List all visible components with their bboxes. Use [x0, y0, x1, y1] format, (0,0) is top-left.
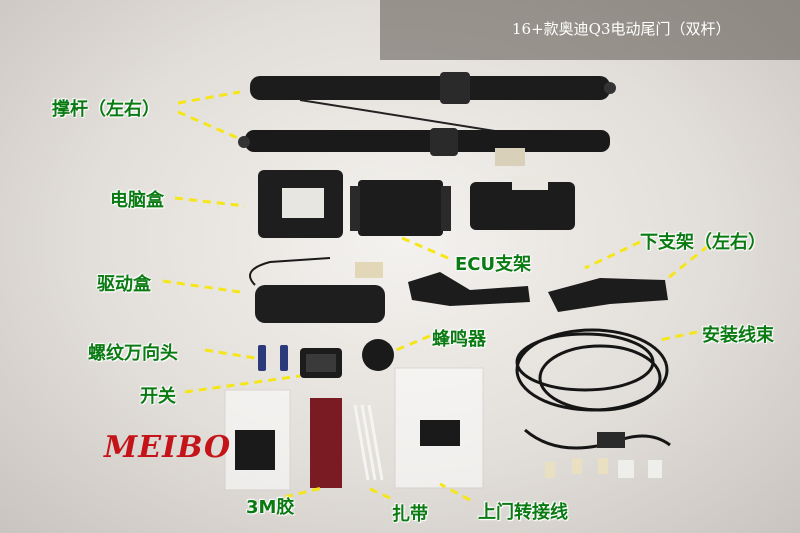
latch-bracket: [470, 176, 575, 230]
label-door-adapter: 上门转接线: [478, 502, 568, 523]
wiring-harness: [515, 328, 671, 450]
label-ecu-box: 电脑盒: [110, 190, 164, 211]
lower-bracket-left: [408, 272, 530, 306]
pointer-lines: [162, 90, 709, 502]
label-strut: 撑杆（左右）: [52, 99, 160, 120]
strut-lower: [238, 128, 610, 166]
parts-bag-left: [224, 389, 291, 491]
drive-box: [249, 257, 385, 323]
brand-logo: MEIBO: [104, 430, 232, 465]
label-switch: 开关: [140, 386, 176, 407]
label-ecu-bracket: ECU支架: [455, 254, 532, 275]
lower-bracket-right: [548, 278, 668, 312]
buzzer-part: [362, 339, 394, 371]
label-universal-joint: 螺纹万向头: [88, 343, 178, 364]
zip-ties: [353, 404, 384, 481]
label-buzzer: 蜂鸣器: [432, 329, 486, 350]
parts-bag-center: [394, 367, 484, 489]
ecu-bracket-part: [350, 180, 451, 236]
label-lower-bracket: 下支架（左右）: [640, 232, 766, 253]
switch-part: [300, 348, 342, 378]
label-tape: 3M胶: [246, 497, 295, 518]
label-harness: 安装线束: [702, 325, 774, 346]
universal-joint-parts: [258, 345, 288, 371]
page-title: 16+款奥迪Q3电动尾门（双杆）: [512, 20, 731, 38]
connectors: [545, 432, 662, 478]
label-zip-tie: 扎带: [392, 504, 428, 525]
tape-strip: [310, 398, 342, 488]
ecu-box: [258, 170, 343, 238]
strut-upper: [250, 72, 616, 136]
label-drive-box: 驱动盒: [97, 274, 151, 295]
